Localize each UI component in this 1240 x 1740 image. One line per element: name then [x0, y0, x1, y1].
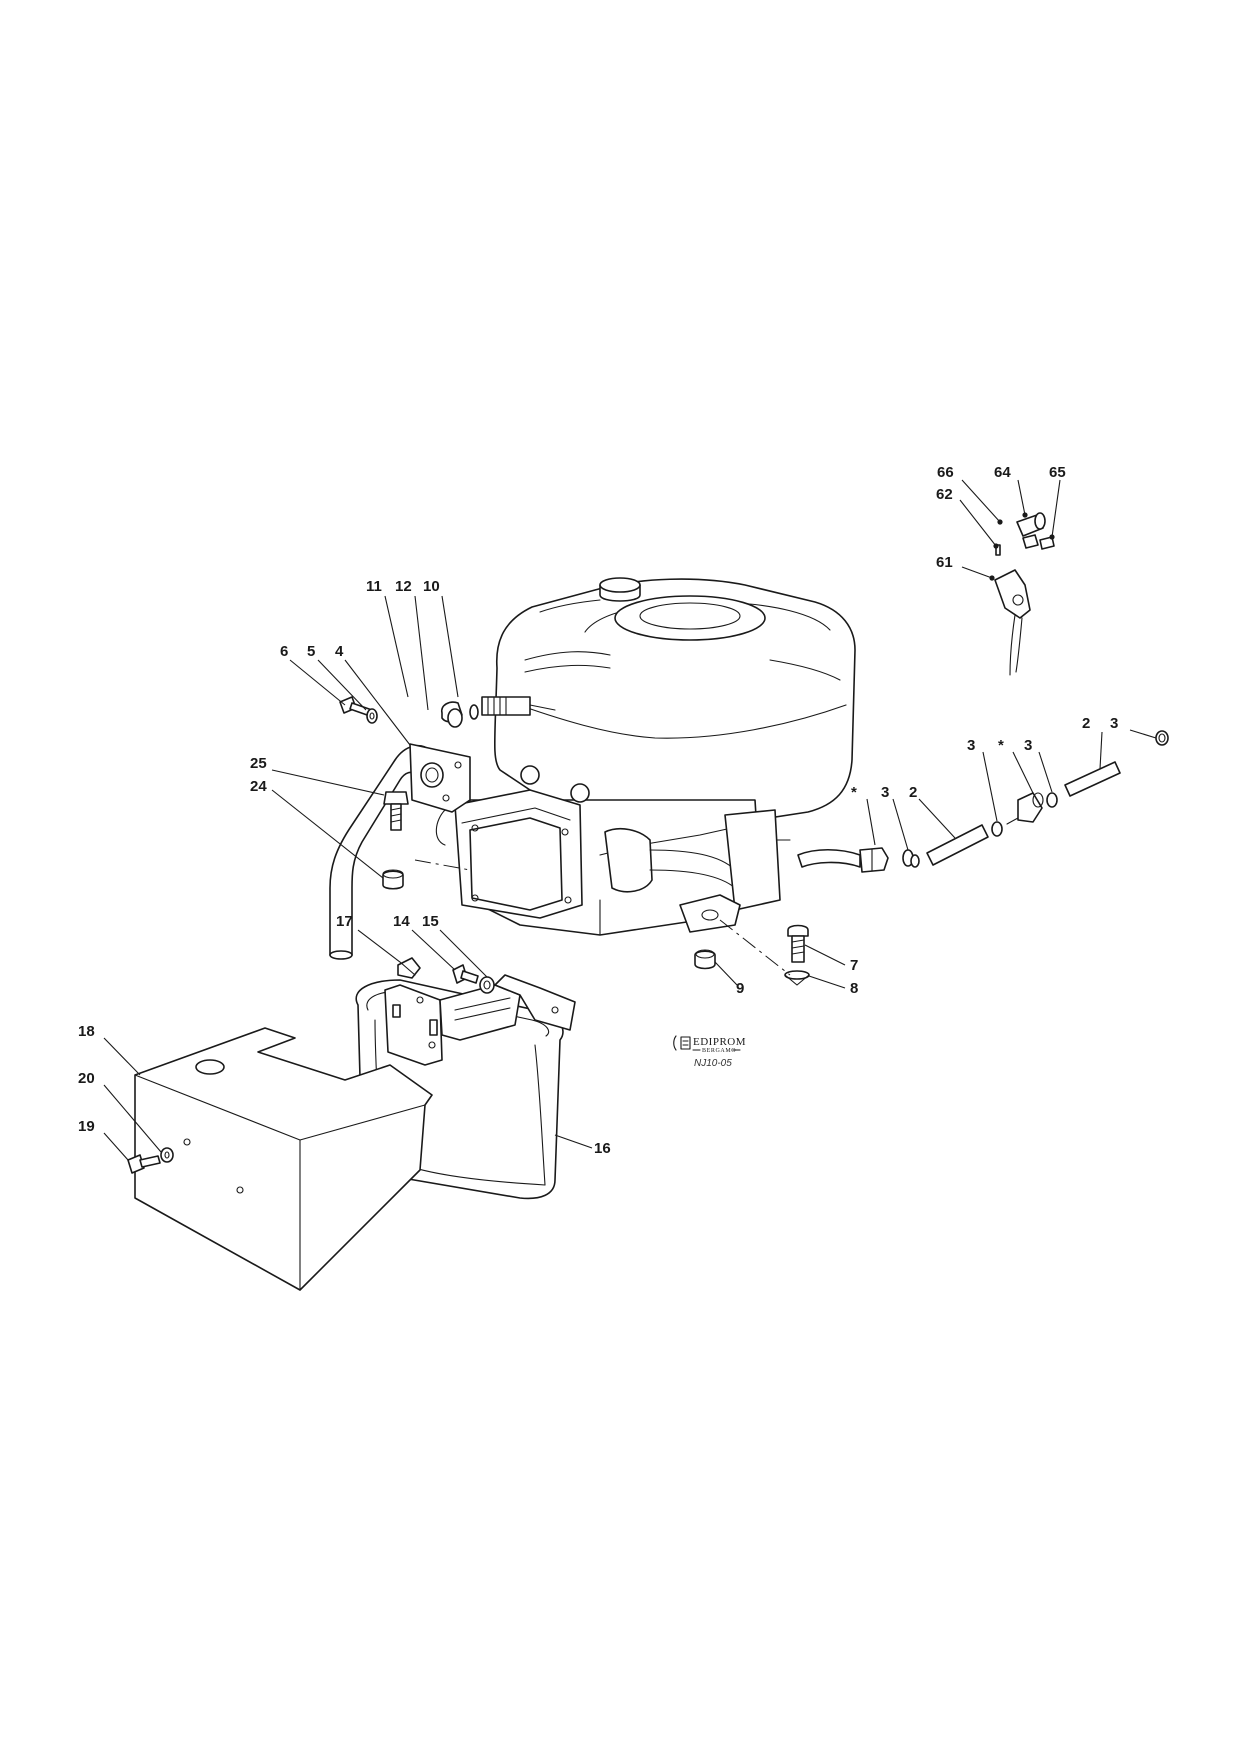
callout-24: 24 — [250, 778, 267, 795]
callout-8: 8 — [850, 980, 858, 997]
bolt-nut-24-25 — [382, 791, 471, 890]
callout-3-c: 3 — [1024, 737, 1032, 754]
callout-star-b: * — [998, 737, 1004, 754]
publisher-logo-icon — [673, 1035, 691, 1051]
callout-14: 14 — [393, 913, 410, 930]
exhaust-pipe — [329, 696, 471, 960]
callout-10: 10 — [423, 578, 440, 595]
publisher-name: EDIPROM — [693, 1036, 746, 1048]
callout-16: 16 — [594, 1140, 611, 1157]
publisher-mark: EDIPROM BERGAMO NJ10-05 — [673, 1035, 746, 1069]
callout-7: 7 — [850, 957, 858, 974]
callout-6: 6 — [280, 643, 288, 660]
callout-12: 12 — [395, 578, 412, 595]
callout-2-b: 2 — [1082, 715, 1090, 732]
callout-9: 9 — [736, 980, 744, 997]
bolt-nut-7-8-9 — [694, 919, 810, 986]
callout-66: 66 — [937, 464, 954, 481]
stud-bolt-group — [440, 696, 556, 728]
callout-65: 65 — [1049, 464, 1066, 481]
callout-18: 18 — [78, 1023, 95, 1040]
callout-labels: 66 64 65 62 61 11 12 10 6 5 4 25 24 17 1… — [78, 464, 1118, 1157]
callout-star-a: * — [851, 784, 857, 801]
engine — [435, 577, 856, 936]
fuel-line-parts — [797, 730, 1169, 873]
publisher-city: BERGAMO — [702, 1048, 736, 1054]
leader-lines — [103, 479, 1157, 1161]
callout-5: 5 — [307, 643, 315, 660]
heat-shield — [127, 1027, 433, 1291]
callout-17: 17 — [336, 913, 353, 930]
callout-62: 62 — [936, 486, 953, 503]
callout-25: 25 — [250, 755, 267, 772]
clip-bolt-14-15-17 — [397, 957, 495, 994]
callout-15: 15 — [422, 913, 439, 930]
callout-3-a: 3 — [881, 784, 889, 801]
muffler-guard — [355, 974, 576, 1200]
callout-19: 19 — [78, 1118, 95, 1135]
callout-4: 4 — [335, 643, 344, 660]
fuel-tap-assembly — [994, 512, 1055, 676]
callout-20: 20 — [78, 1070, 95, 1087]
callout-3-d: 3 — [1110, 715, 1118, 732]
callout-11: 11 — [366, 578, 382, 595]
callout-2-a: 2 — [909, 784, 917, 801]
callout-3-b: 3 — [967, 737, 975, 754]
callout-61: 61 — [936, 554, 953, 571]
drawing-code: NJ10-05 — [694, 1058, 732, 1069]
callout-64: 64 — [994, 464, 1011, 481]
